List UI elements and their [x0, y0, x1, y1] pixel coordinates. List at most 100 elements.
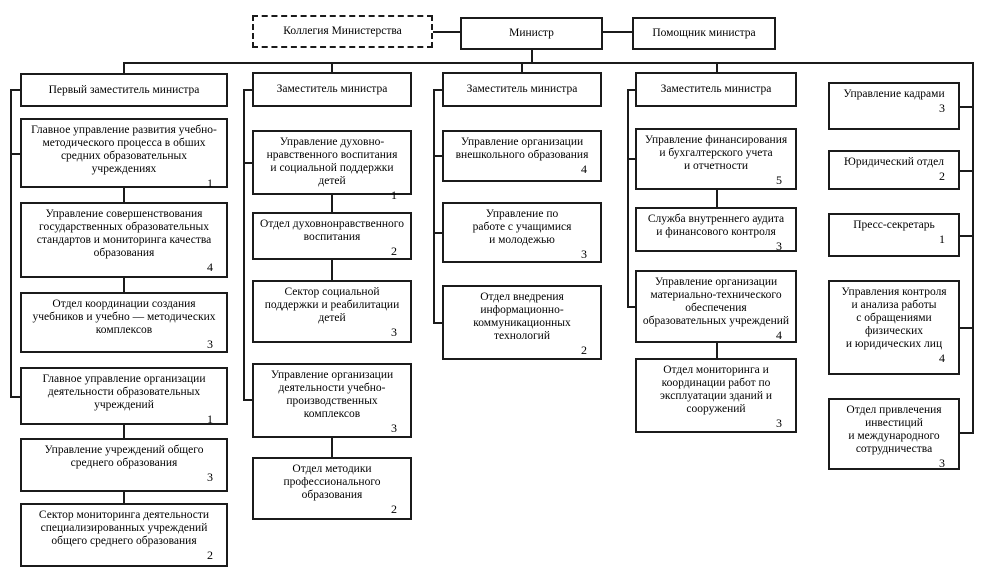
connector-line [960, 106, 972, 108]
node-c4-b3: Управление организации материально-техни… [635, 270, 797, 343]
node-c2-b3: Сектор социальной поддержки и реабилитац… [252, 280, 412, 343]
node-c4-b4: Отдел мониторинга и координации работ по… [635, 358, 797, 433]
node-label: Отдел мониторинга и координации работ по… [659, 364, 773, 415]
staff-count: 3 [207, 470, 213, 484]
staff-count: 4 [939, 351, 945, 365]
connector-line [243, 399, 252, 401]
node-label: Отдел духовнонравственного воспитания [260, 218, 404, 243]
connector-line [331, 260, 333, 280]
node-label: Юридический отдел [844, 156, 944, 168]
staff-count: 2 [939, 169, 945, 183]
node-c3-b3: Отдел внедрения информационно- коммуника… [442, 285, 602, 360]
staff-count: 4 [581, 162, 587, 176]
connector-line [243, 89, 245, 401]
node-first-deputy-header: Первый заместитель министра [20, 73, 228, 107]
node-c5-b4: Управления контроля и анализа работы с о… [828, 280, 960, 375]
node-label: Управление организации внешкольного обра… [455, 136, 589, 161]
node-label: Управления контроля и анализа работы с о… [841, 286, 947, 350]
connector-line [521, 62, 523, 72]
node-label: Отдел координации создания учебников и у… [32, 298, 216, 336]
staff-count: 3 [391, 325, 397, 339]
connector-line [243, 162, 252, 164]
staff-count: 1 [939, 232, 945, 246]
connector-line [331, 62, 333, 72]
node-label: Управление организации деятельности учеб… [270, 369, 394, 420]
node-c2-b2: Отдел духовнонравственного воспитания 2 [252, 212, 412, 260]
connector-line [433, 322, 442, 324]
staff-count: 4 [207, 260, 213, 274]
node-c1-b5: Управление учреждений общего среднего об… [20, 438, 228, 492]
node-label: Управление совершенствования государстве… [36, 208, 212, 259]
connector-line [123, 62, 125, 73]
staff-count: 3 [391, 421, 397, 435]
node-deputy3-header: Заместитель министра [442, 72, 602, 107]
staff-count: 4 [776, 328, 782, 342]
staff-count: 3 [581, 247, 587, 261]
connector-line [433, 31, 460, 33]
connector-line [243, 89, 252, 91]
connector-line [10, 153, 20, 155]
node-label: Управление организации материально-техни… [642, 276, 790, 327]
node-label: Управление кадрами [843, 88, 945, 100]
connector-line [123, 62, 974, 64]
staff-count: 1 [207, 412, 213, 426]
connector-line [972, 62, 974, 434]
node-c5-b2: Юридический отдел 2 [828, 150, 960, 190]
node-c1-b1: Главное управление развития учебно- мето… [20, 118, 228, 190]
node-label: Заместитель министра [276, 83, 388, 95]
node-label: Отдел привлечения инвестиций и междунаро… [846, 404, 942, 455]
staff-count: 2 [207, 548, 213, 562]
node-c1-b2: Управление совершенствования государстве… [20, 202, 228, 278]
connector-line [716, 62, 718, 72]
connector-line [123, 425, 125, 438]
connector-line [627, 89, 635, 91]
node-label: Заместитель министра [660, 83, 772, 95]
connector-line [627, 89, 629, 308]
staff-count: 3 [939, 101, 945, 115]
staff-count: 1 [207, 176, 213, 190]
node-c1-b4: Главное управление организации деятельно… [20, 367, 228, 426]
node-label: Главное управление развития учебно- мето… [31, 124, 217, 175]
node-deputy2-header: Заместитель министра [252, 72, 412, 107]
connector-line [960, 170, 972, 172]
staff-count: 3 [207, 337, 213, 351]
node-c3-b1: Управление организации внешкольного обра… [442, 130, 602, 182]
node-label: Помощник министра [652, 27, 756, 39]
connector-line [10, 89, 12, 398]
staff-count: 3 [776, 239, 782, 253]
node-c1-b3: Отдел координации создания учебников и у… [20, 292, 228, 353]
node-c5-b3: Пресс-секретарь 1 [828, 213, 960, 257]
staff-count: 2 [581, 343, 587, 357]
connector-line [123, 278, 125, 292]
connector-line [331, 438, 333, 457]
node-label: Первый заместитель министра [48, 83, 200, 96]
connector-line [433, 155, 442, 157]
staff-count: 5 [776, 173, 782, 187]
node-c5-b1: Управление кадрами 3 [828, 82, 960, 130]
node-label: Служба внутреннего аудита и финансового … [647, 213, 785, 238]
connector-line [716, 190, 718, 207]
connector-line [960, 432, 972, 434]
node-label: Отдел внедрения информационно- коммуника… [473, 291, 571, 342]
connector-line [603, 31, 632, 33]
staff-count: 3 [776, 416, 782, 430]
node-label: Отдел методики профессионального образов… [283, 463, 381, 501]
node-c2-b1: Управление духовно- нравственного воспит… [252, 130, 412, 202]
node-label: Управление финансирования и бухгалтерско… [644, 134, 788, 172]
node-c3-b2: Управление по работе с учащимися и молод… [442, 202, 602, 263]
staff-count: 3 [939, 456, 945, 470]
node-c5-b5: Отдел привлечения инвестиций и междунаро… [828, 398, 960, 470]
staff-count: 2 [391, 244, 397, 258]
node-c2-b5: Отдел методики профессионального образов… [252, 457, 412, 520]
connector-line [433, 232, 442, 234]
node-label: Главное управление организации деятельно… [42, 373, 206, 411]
staff-count: 1 [391, 188, 397, 202]
connector-line [960, 235, 972, 237]
connector-line [433, 89, 442, 91]
node-label: Министр [509, 27, 554, 39]
node-c4-b1: Управление финансирования и бухгалтерско… [635, 128, 797, 190]
connector-line [627, 158, 635, 160]
staff-count: 2 [391, 502, 397, 516]
node-c1-b6: Сектор мониторинга деятельности специали… [20, 503, 228, 567]
